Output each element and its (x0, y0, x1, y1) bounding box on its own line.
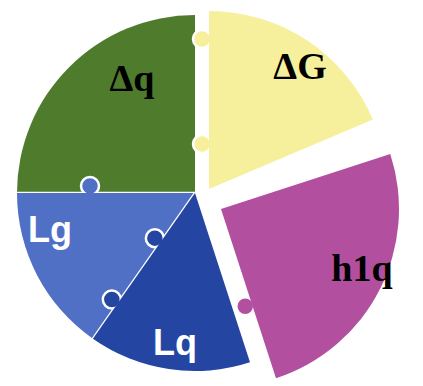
puzzle-knob (193, 30, 211, 48)
piece-outline (17, 15, 195, 193)
puzzle-piece: ΔG (187, 8, 376, 192)
piece-label: ΔG (273, 47, 326, 85)
piece-shape (187, 8, 376, 192)
puzzle-knob (81, 177, 99, 195)
piece-label: Lq (153, 325, 197, 361)
piece-label: Lg (28, 212, 72, 248)
piece-fill (17, 15, 195, 193)
puzzle-piece: Δq (14, 12, 198, 197)
puzzle-piece: h1q (218, 150, 402, 382)
piece-label: Δq (110, 59, 155, 97)
piece-outline (221, 154, 399, 378)
piece-label: h1q (331, 249, 392, 287)
puzzle-knob (193, 135, 211, 153)
piece-fill (209, 11, 373, 189)
piece-outline (209, 11, 373, 189)
piece-shape (14, 12, 198, 197)
piece-fill (221, 154, 399, 378)
